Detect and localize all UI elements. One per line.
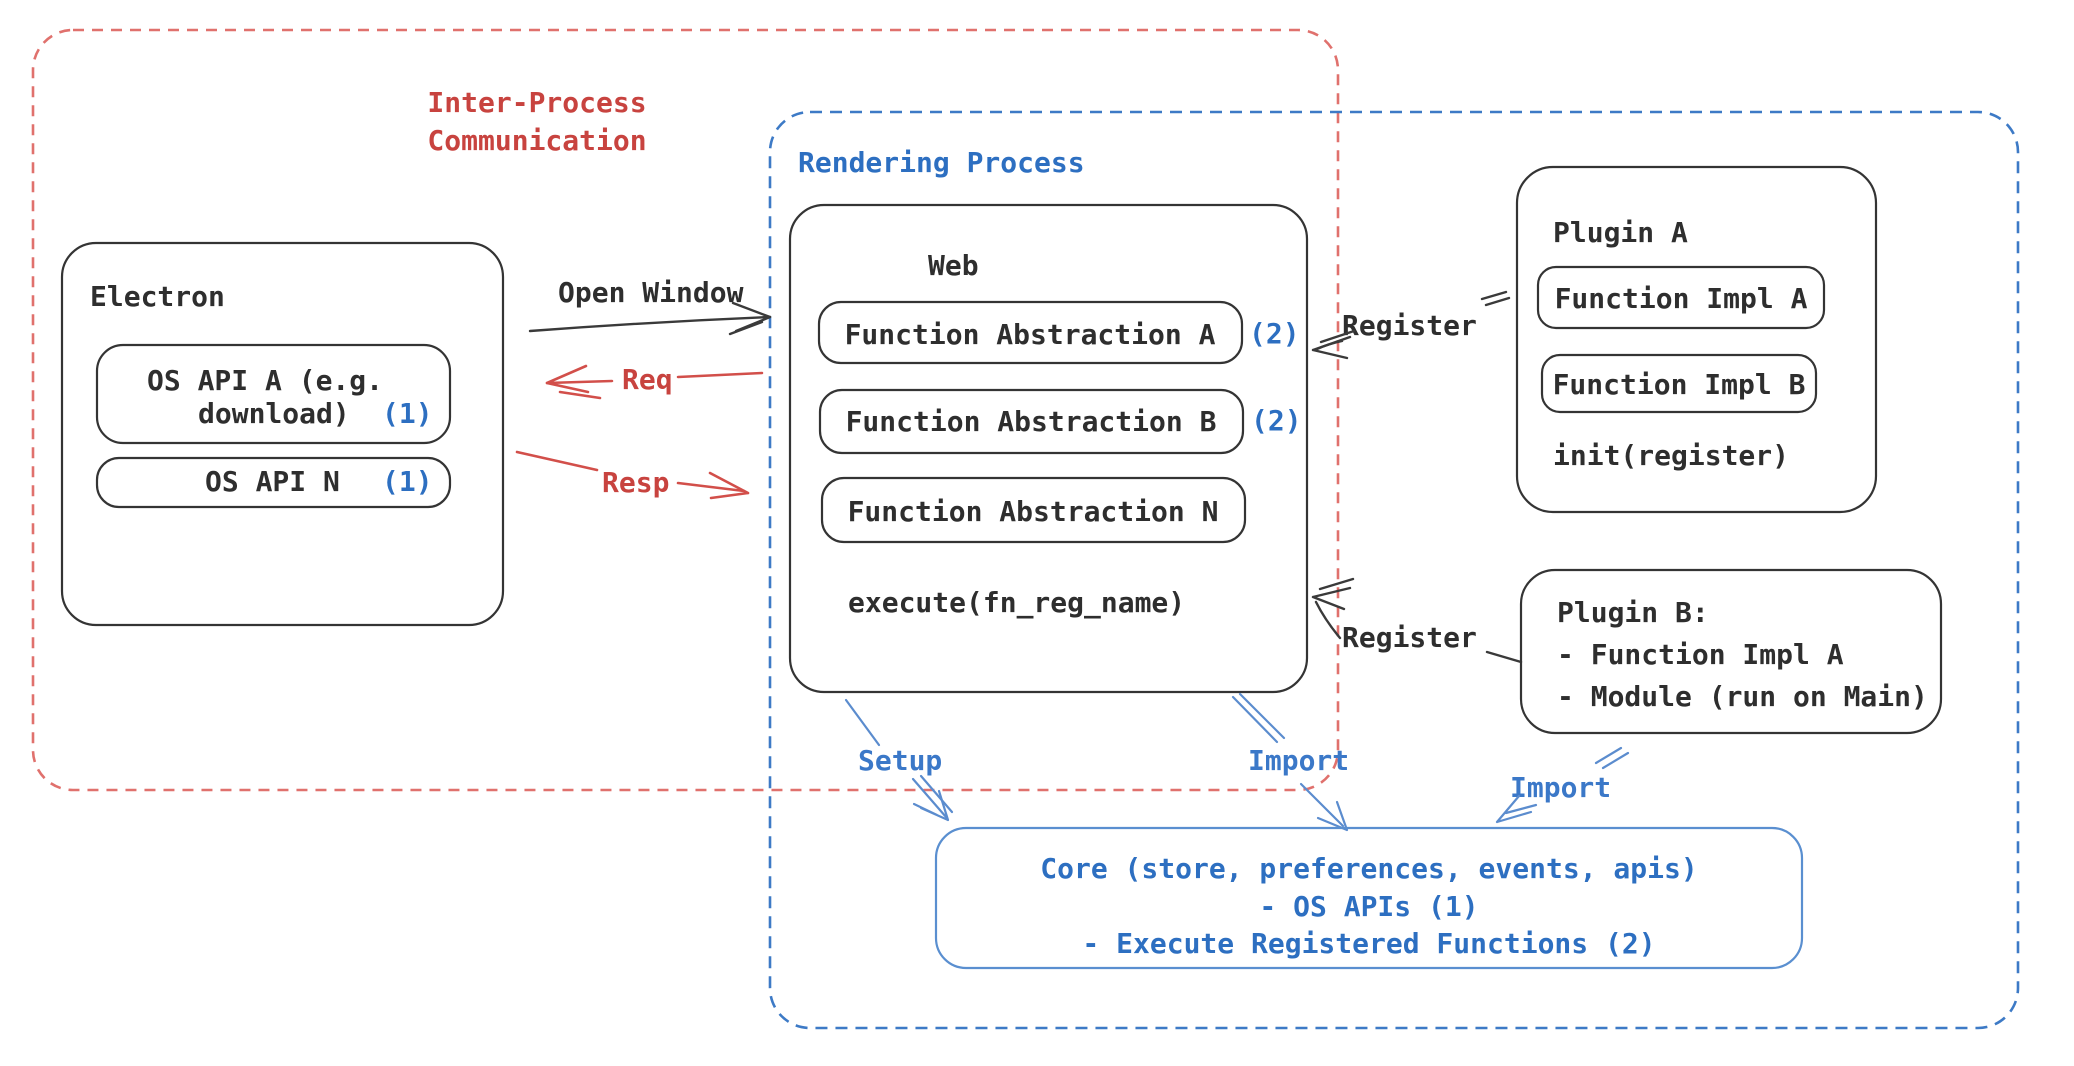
electron-title: Electron — [90, 280, 225, 313]
core-line3: - Execute Registered Functions (2) — [1082, 927, 1655, 960]
plugin-a-title: Plugin A — [1553, 216, 1688, 249]
ipc-region-title-line2: Communication — [427, 124, 646, 157]
register-plugin-a-arrowhead-icon — [1311, 329, 1356, 360]
req-line-left — [545, 379, 614, 385]
req-line-right — [676, 371, 764, 379]
core-node: Core (store, preferences, events, apis) … — [934, 826, 1804, 970]
plugin-b-box — [1519, 568, 1943, 735]
rendering-region-border — [768, 110, 2020, 1030]
fn-abstraction-b-badge: (2) — [1251, 404, 1302, 437]
plugin-a-init-label: init(register) — [1553, 439, 1789, 472]
os-api-n-box — [95, 456, 452, 509]
fn-abstraction-a-box — [817, 300, 1244, 365]
import-plugin-b-arrow: Import — [1495, 746, 1630, 824]
import-web-line-lower — [1299, 782, 1345, 828]
os-api-a-line2-text: download) — [198, 397, 350, 430]
os-api-n-badge: (1) — [382, 465, 433, 498]
open-window-line — [528, 315, 772, 333]
resp-arrow: Resp — [515, 450, 750, 500]
open-window-label: Open Window — [558, 276, 744, 309]
register-plugin-b-arrowhead-icon — [1311, 577, 1355, 611]
import-plugin-b-leader-icon — [1594, 746, 1630, 770]
register-plugin-b-leader — [1485, 650, 1523, 664]
plugin-b-node: Plugin B: - Function Impl A - Module (ru… — [1519, 568, 1943, 735]
fn-abstraction-n-label: Function Abstraction N — [848, 495, 1219, 528]
core-line1: Core (store, preferences, events, apis) — [1040, 852, 1697, 885]
open-window-arrow: Open Window — [528, 276, 772, 336]
register-plugin-b-arrow: Register — [1311, 577, 1523, 664]
setup-line-lower — [911, 774, 954, 819]
os-api-a-box — [95, 343, 452, 445]
plugin-a-node: Plugin A Function Impl A Function Impl B… — [1515, 165, 1878, 514]
fn-abstraction-a-label: Function Abstraction A — [845, 318, 1216, 351]
os-api-a-line1: OS API A (e.g. — [147, 364, 383, 397]
resp-line-right — [676, 481, 746, 493]
register-plugin-b-label: Register — [1342, 621, 1477, 654]
resp-line-left — [515, 450, 599, 472]
fn-impl-b-box — [1540, 353, 1818, 414]
resp-arrowhead-icon — [708, 471, 750, 500]
web-title: Web — [928, 249, 979, 282]
req-arrow: Req — [545, 363, 764, 400]
fn-impl-a-box — [1536, 265, 1826, 330]
execute-label: execute(fn_reg_name) — [848, 586, 1185, 619]
register-plugin-a-arrow: Register — [1311, 290, 1511, 360]
plugin-b-line2: - Function Impl A — [1557, 638, 1844, 671]
open-window-arrowhead-icon — [728, 301, 772, 336]
req-arrowhead-icon — [545, 364, 602, 400]
core-box — [934, 826, 1804, 970]
fn-abstraction-a-badge: (2) — [1249, 317, 1300, 350]
setup-arrow: Setup — [844, 698, 954, 822]
setup-arrowhead-icon — [912, 789, 950, 822]
os-api-a-badge: (1) — [382, 397, 433, 430]
os-api-n-line: OS API N (1) — [205, 465, 433, 498]
plugin-b-line1: Plugin B: — [1557, 596, 1709, 629]
setup-line-upper — [844, 698, 881, 747]
resp-label: Resp — [602, 466, 669, 499]
setup-label: Setup — [858, 744, 942, 777]
plugin-a-box — [1515, 165, 1878, 514]
register-plugin-b-line — [1314, 600, 1342, 640]
ipc-region-border — [31, 28, 1340, 792]
electron-box — [60, 241, 505, 627]
import-plugin-b-label: Import — [1510, 771, 1611, 804]
import-web-arrow: Import — [1231, 692, 1349, 832]
register-plugin-a-label: Register — [1342, 309, 1477, 342]
fn-impl-a-label: Function Impl A — [1555, 282, 1808, 315]
fn-abstraction-n-box — [820, 476, 1247, 544]
import-web-label: Import — [1248, 744, 1349, 777]
import-web-line-upper — [1231, 692, 1286, 744]
fn-abstraction-b-label: Function Abstraction B — [846, 405, 1217, 438]
plugin-b-line3: - Module (run on Main) — [1557, 680, 1928, 713]
web-node: Web Function Abstraction A (2) Function … — [788, 203, 1309, 694]
os-api-a-line2: download) (1) — [198, 397, 433, 430]
os-api-n-text: OS API N — [205, 465, 340, 498]
req-label: Req — [622, 363, 673, 396]
electron-node: Electron OS API A (e.g. download) (1) OS… — [60, 241, 505, 627]
fn-abstraction-b-box — [818, 388, 1245, 455]
fn-impl-b-label: Function Impl B — [1553, 368, 1806, 401]
import-plugin-b-arrowhead-icon — [1495, 794, 1538, 824]
web-box — [788, 203, 1309, 694]
ipc-region-title-line1: Inter-Process — [427, 86, 646, 119]
core-line2: - OS APIs (1) — [1259, 890, 1478, 923]
rendering-region-title: Rendering Process — [798, 146, 1085, 179]
register-plugin-a-leader-icon — [1480, 290, 1511, 307]
